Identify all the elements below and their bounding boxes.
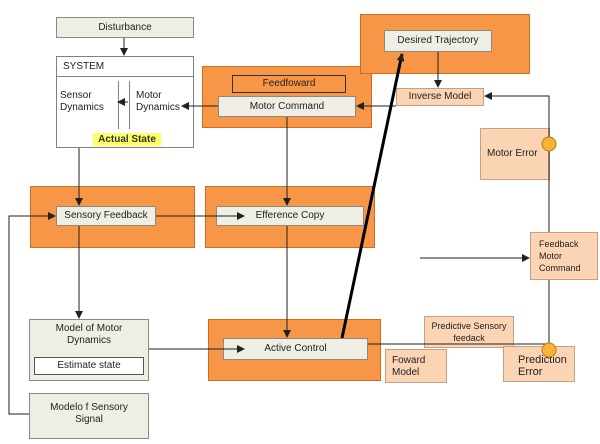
sensory-feedback-box: Sensory Feedback <box>56 206 156 226</box>
efference-copy-label: Efference Copy <box>255 210 325 221</box>
feedback-motor-command-line-2: Motor <box>539 251 563 261</box>
predictive-sensory-feedback-line-1: Predictive Sensory <box>431 321 507 331</box>
inverse-model-box: Inverse Model <box>396 88 484 106</box>
disturbance-label: Disturbance <box>98 22 152 33</box>
arrow-signal-loop <box>8 212 56 415</box>
sensory-feedback-label: Sensory Feedback <box>64 210 148 221</box>
predictive-sensory-feedback-line-2: feedack <box>453 333 485 343</box>
model-sensory-signal-line-1: Modelo f Sensory <box>50 402 128 413</box>
sensor-dynamics-box: Sensor Dynamics <box>57 81 119 129</box>
prediction-error-line-2: Error <box>518 366 543 378</box>
motor-command-box: Motor Command <box>218 96 356 117</box>
feedback-motor-command-line-3: Command <box>539 263 581 273</box>
forward-model-line-2: Model <box>392 367 420 378</box>
estimate-state-box: Estimate state <box>34 357 144 375</box>
motor-dynamics-line-1: Motor <box>136 90 162 101</box>
model-motor-dynamics-line-2: Dynamics <box>67 335 111 346</box>
feedback-motor-command-line-1: Feedback <box>539 239 579 249</box>
system-box: SYSTEM Sensor Dynamics Motor Dynamics Ac… <box>56 56 194 148</box>
feedforward-label: Feedfoward <box>262 78 316 89</box>
forward-model-box: Foward Model <box>385 349 447 383</box>
arrow-error-to-inverse <box>484 92 550 144</box>
actual-state-badge: Actual State <box>93 133 161 146</box>
estimate-state-label: Estimate state <box>57 360 121 371</box>
desired-trajectory-label: Desired Trajectory <box>397 35 479 46</box>
motor-error-box: Motor Error <box>480 128 550 180</box>
motor-dynamics-line-2: Dynamics <box>136 102 180 113</box>
sensor-dynamics-line-2: Dynamics <box>60 102 104 113</box>
model-sensory-signal-line-2: Signal <box>75 414 103 425</box>
feedforward-box: Feedfoward <box>232 75 346 93</box>
system-divider <box>57 76 193 77</box>
inverse-model-label: Inverse Model <box>408 91 472 102</box>
disturbance-box: Disturbance <box>56 17 194 38</box>
model-motor-dynamics-line-1: Model of Motor <box>55 323 123 334</box>
predictive-sensory-feedback-box: Predictive Sensory feedack <box>424 316 514 348</box>
arrow-active-to-prediction <box>368 343 552 353</box>
prediction-error-line-1: Prediction <box>518 354 567 366</box>
feedback-motor-command-box: Feedback Motor Command <box>530 232 598 280</box>
active-control-label: Active Control <box>264 343 327 354</box>
forward-model-line-1: Foward <box>392 355 426 366</box>
motor-error-node <box>541 136 557 152</box>
system-title: SYSTEM <box>63 61 105 72</box>
model-sensory-signal-box: Modelo f Sensory Signal <box>29 393 149 439</box>
motor-command-label: Motor Command <box>249 101 325 112</box>
motor-error-label: Motor Error <box>487 148 538 159</box>
arrow-active-to-trajectory <box>340 53 405 339</box>
prediction-error-node <box>541 342 557 358</box>
desired-trajectory-box: Desired Trajectory <box>384 30 492 52</box>
sensor-dynamics-line-1: Sensor <box>60 90 92 101</box>
prediction-error-box: Prediction Error <box>503 346 575 382</box>
